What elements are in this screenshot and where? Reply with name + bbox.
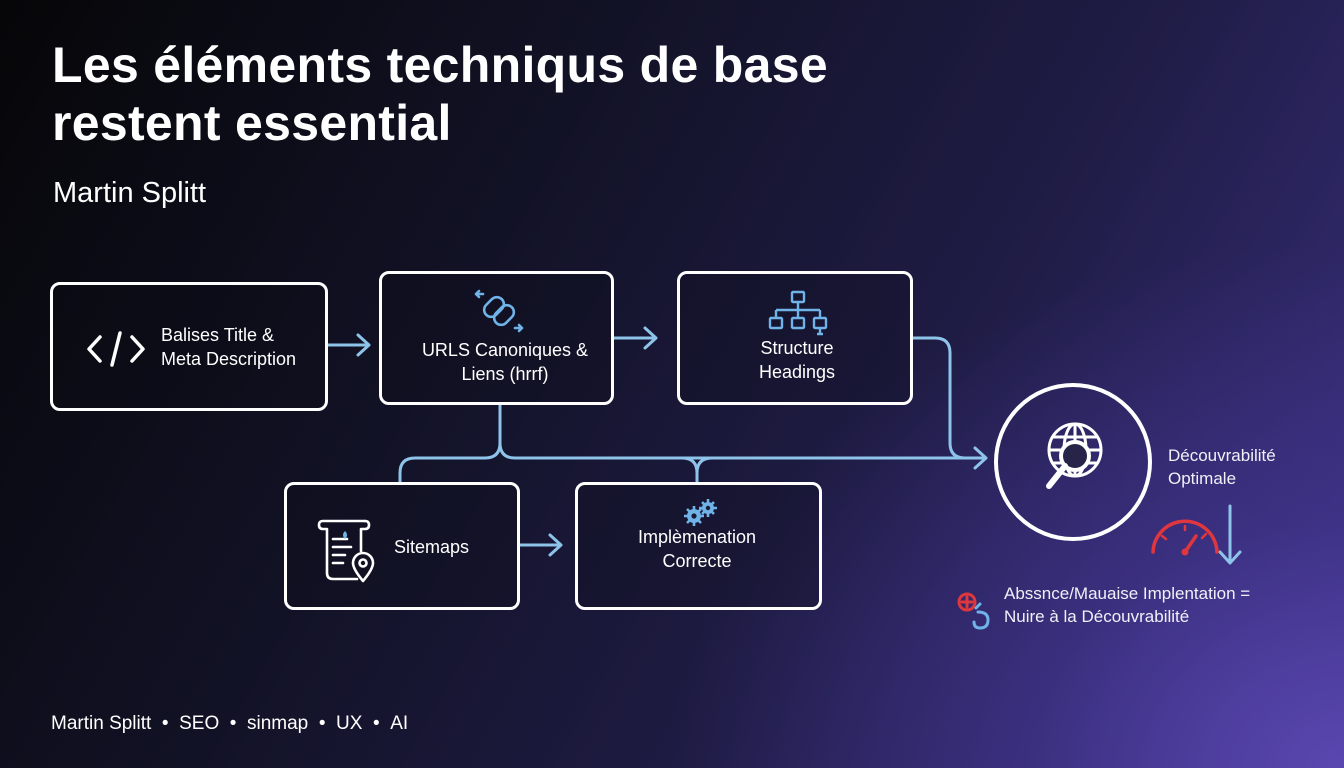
node-structure-headings-label: Structure Headings xyxy=(697,336,897,384)
node-discoverability xyxy=(994,383,1152,541)
node-impl-line2: Correcte xyxy=(662,551,732,571)
footer-separator xyxy=(308,712,319,736)
slide-title: Les éléments techniqus de base restent e… xyxy=(52,36,972,152)
title-line-2: restent essential xyxy=(52,95,452,151)
footer-separator xyxy=(151,712,162,736)
broken-link-icon xyxy=(957,592,990,630)
footer-item: sinmap xyxy=(247,713,309,734)
warning-text: Abssnce/Mauaise Implentation = Nuire à l… xyxy=(1004,582,1250,628)
globe-search-icon xyxy=(1046,422,1103,489)
footer-separator xyxy=(236,712,247,736)
node-structure-headings xyxy=(677,271,913,405)
node-title-meta xyxy=(50,282,328,411)
footer-separator xyxy=(325,712,336,736)
footer-item: AI xyxy=(390,713,409,734)
footer-separator: • xyxy=(373,713,380,734)
footer-item: Martin Splitt xyxy=(51,713,152,734)
footer-item: SEO xyxy=(179,713,220,734)
node-sitemaps-label: Sitemaps xyxy=(394,537,470,557)
footer-separator: • xyxy=(229,713,237,734)
node-meta-line1: Balises Title & xyxy=(161,325,275,345)
footer-tags: Martin Splitt • SEO • sinmap • UX • AI xyxy=(51,712,408,736)
discover-line2: Optimale xyxy=(1168,469,1237,488)
speedometer-icon xyxy=(1151,519,1219,556)
scroll-map-pin-icon xyxy=(317,519,375,583)
node-implementation-label: Implèmenation Correcte xyxy=(597,525,797,573)
footer-item: UX xyxy=(336,713,363,734)
node-structure-line1: Structure xyxy=(760,338,834,358)
node-urls-line2: Liens (hrrf) xyxy=(461,364,549,384)
node-canonical-urls xyxy=(379,271,614,405)
arrow-structure-to-discover xyxy=(910,336,987,460)
warning-line1: Abssnce/Mauaise Implentation = xyxy=(1004,584,1251,603)
node-implementation xyxy=(575,482,822,610)
node-impl-line1: Implèmenation xyxy=(637,527,757,547)
link-icon xyxy=(474,289,524,333)
author-subtitle: Martin Splitt xyxy=(53,177,207,209)
branch-urls-down xyxy=(498,403,987,460)
discoverability-label: Découvrabilité Optimale xyxy=(1168,444,1276,490)
footer-separator: • xyxy=(318,713,326,734)
node-structure-line2: Headings xyxy=(758,362,836,382)
warning-line2: Nuire à la Découvrabilité xyxy=(1004,607,1190,626)
discover-line1: Découvrabilité xyxy=(1168,446,1276,465)
node-canonical-urls-label: URLS Canoniques & Liens (hrrf) xyxy=(405,338,605,386)
footer-separator: • xyxy=(161,713,169,734)
footer-separator xyxy=(219,712,230,736)
sitemap-hierarchy-icon xyxy=(768,290,828,336)
node-title-meta-label: Balises Title & Meta Description xyxy=(161,323,296,371)
gears-icon xyxy=(684,499,717,526)
title-line-1: Les éléments techniqus de base xyxy=(52,37,828,93)
node-sitemaps xyxy=(284,482,520,610)
footer-separator xyxy=(380,712,391,736)
node-urls-line1: URLS Canoniques & xyxy=(421,340,589,360)
footer-separator xyxy=(362,712,373,736)
node-meta-line2: Meta Description xyxy=(161,349,297,369)
footer-separator xyxy=(169,712,180,736)
code-icon xyxy=(87,331,145,367)
